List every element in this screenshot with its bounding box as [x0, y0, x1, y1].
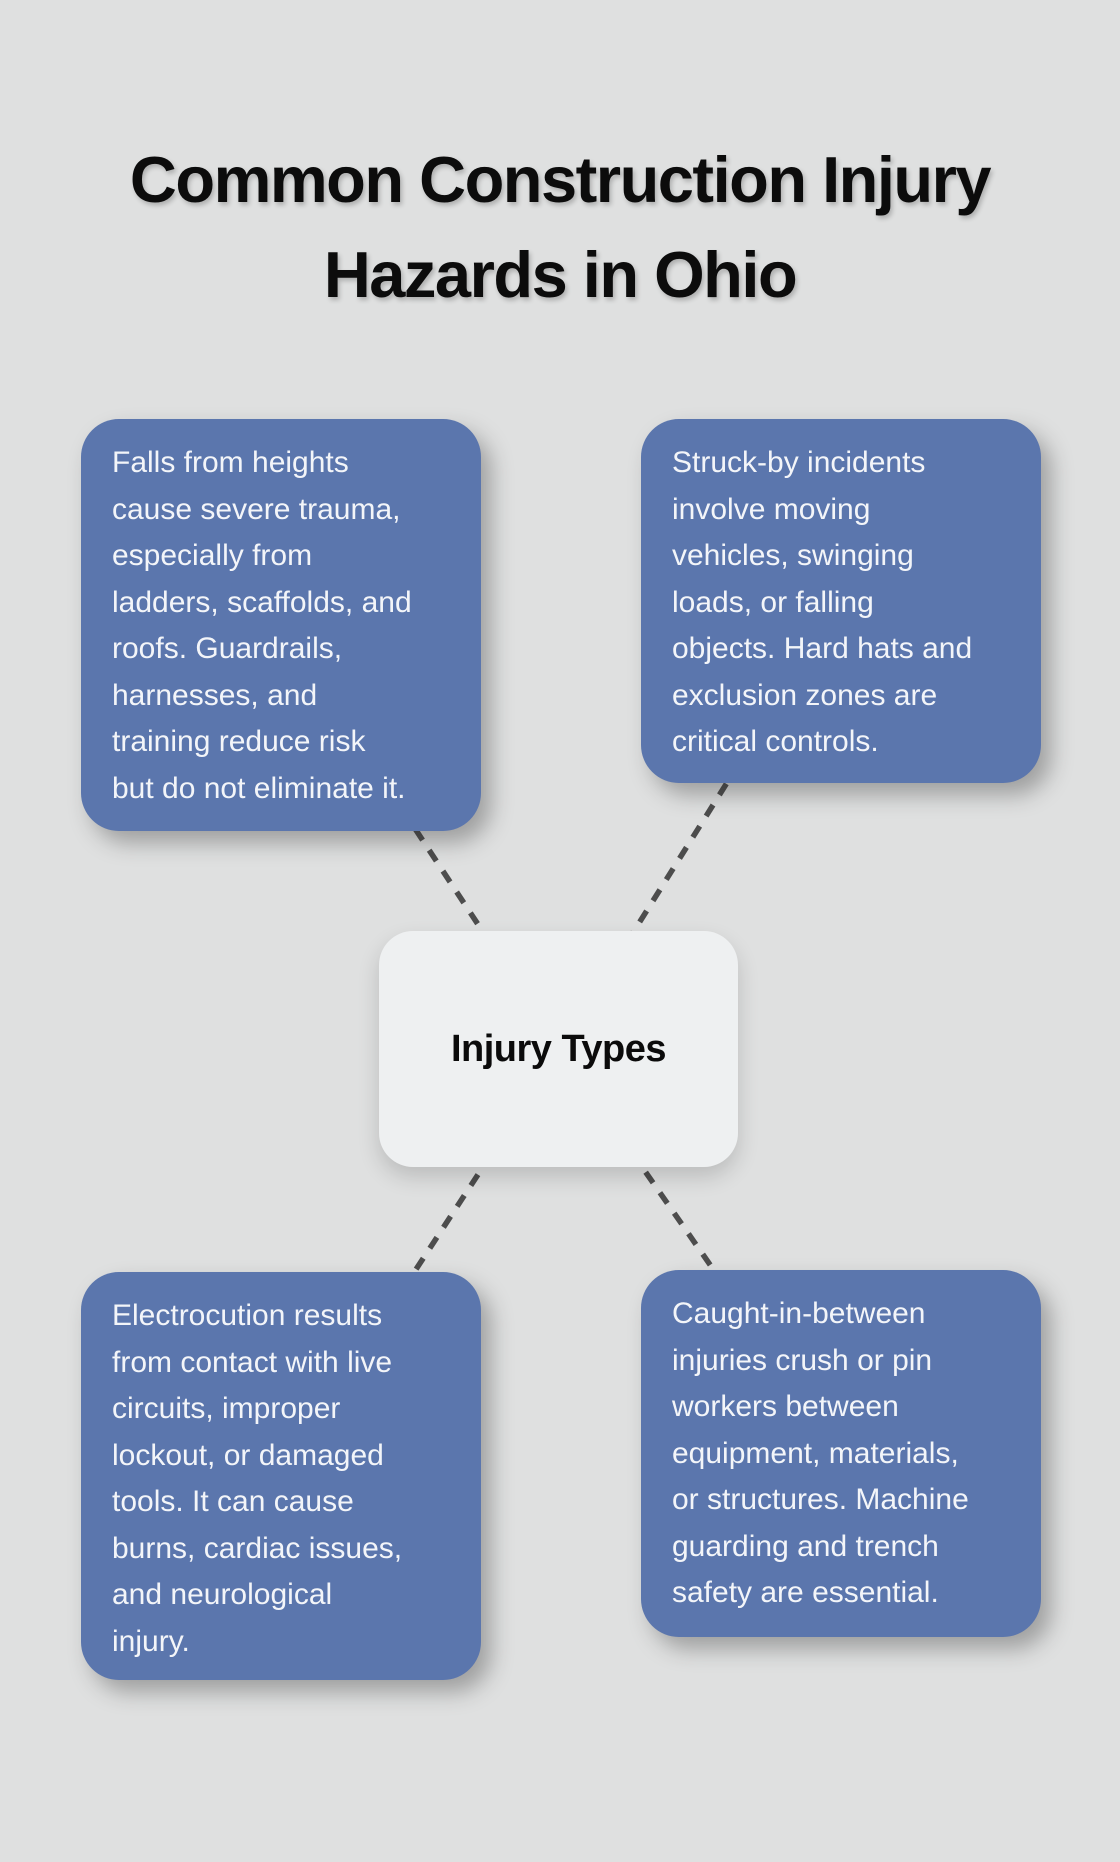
page-title-line-1: Common Construction Injury — [129, 142, 992, 216]
hazard-node-text: Caught-in-between injuries crush or pin … — [672, 1297, 969, 1609]
hazard-node-struck-by: Struck-by incidents involve moving vehic… — [641, 419, 1041, 783]
page-title: Common Construction Injury Hazards in Oh… — [0, 132, 1120, 322]
hazard-node-caught-in-between: Caught-in-between injuries crush or pin … — [641, 1270, 1041, 1637]
hazard-node-text: Struck-by incidents involve moving vehic… — [672, 446, 973, 758]
hazard-node-falls-from-heights: Falls from heights cause severe trauma, … — [81, 419, 481, 831]
hazard-node-text: Falls from heights cause severe trauma, … — [112, 446, 412, 805]
center-node-injury-types: Injury Types — [379, 931, 738, 1167]
hazard-node-text: Electrocution results from contact with … — [112, 1299, 403, 1658]
page-title-line-2: Hazards in Ohio — [323, 237, 798, 311]
center-node-label: Injury Types — [450, 1027, 667, 1070]
hazard-node-electrocution: Electrocution results from contact with … — [81, 1272, 481, 1680]
